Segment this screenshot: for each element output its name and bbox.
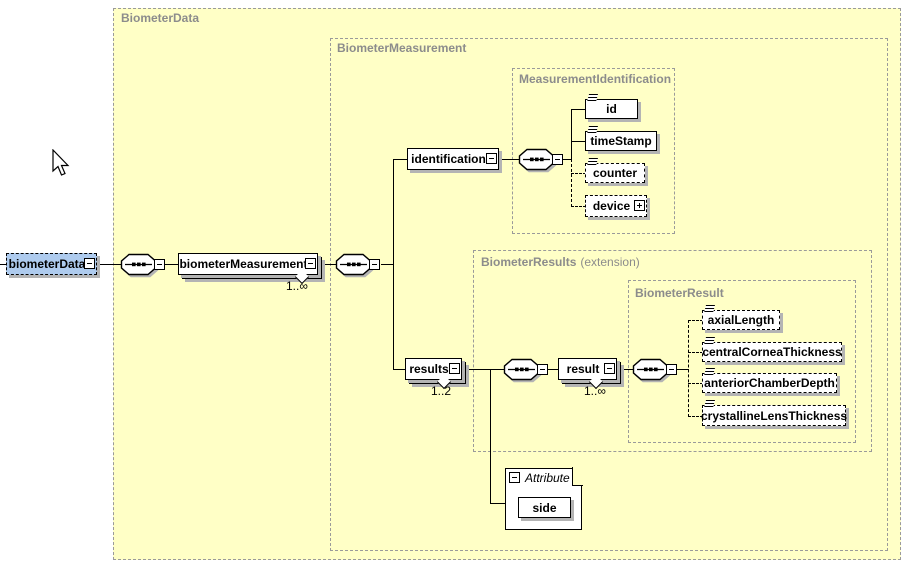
connector-line <box>688 416 703 417</box>
frame-label-text: BiometerMeasurement <box>337 41 467 55</box>
element-label: centralCorneaThickness <box>702 345 842 359</box>
element-crystalline-lens-thickness[interactable]: crystallineLensThickness <box>700 400 848 426</box>
collapse-icon[interactable] <box>305 258 316 269</box>
element-axial-length[interactable]: axialLength <box>702 305 780 330</box>
element-label: device <box>592 199 631 213</box>
connector-line <box>393 159 394 370</box>
collapse-icon[interactable] <box>84 258 95 269</box>
frame-label-text: BiometerResult <box>635 286 724 300</box>
frame-label-biometer-result: BiometerResult <box>635 286 724 300</box>
connector-line <box>688 352 703 353</box>
text-content-icon <box>587 94 598 102</box>
element-anterior-chamber-depth[interactable]: anteriorChamberDepth <box>702 368 837 393</box>
connector-line <box>381 264 394 265</box>
connector-line <box>688 320 689 417</box>
connector-line <box>571 173 586 174</box>
connector-line <box>677 369 689 370</box>
expand-icon[interactable] <box>634 200 645 211</box>
connector-line <box>548 369 559 370</box>
occurrence-label: 1..∞ <box>584 384 606 398</box>
connector-line <box>490 503 506 504</box>
connector-line <box>562 159 572 160</box>
element-label: result <box>566 362 600 376</box>
collapse-icon[interactable] <box>486 153 497 164</box>
element-identification[interactable]: identification <box>407 148 499 170</box>
collapse-icon[interactable] <box>449 363 460 374</box>
frame-label-biometer-results: BiometerResults(extension) <box>481 255 640 269</box>
element-label: side <box>532 500 557 515</box>
frame-label-suffix: (extension) <box>580 255 640 269</box>
sequence-icon[interactable] <box>335 253 372 276</box>
frame-label-text: MeasurementIdentification <box>519 72 672 86</box>
collapse-icon[interactable] <box>154 259 165 270</box>
connector-line <box>0 264 6 265</box>
element-label: biometerMeasurement <box>179 257 308 271</box>
connector-line <box>163 264 179 265</box>
collapse-icon[interactable] <box>666 364 677 375</box>
occurrence-label: 1..2 <box>431 384 452 398</box>
connector-line <box>393 369 406 370</box>
attribute-container-notch <box>572 467 583 486</box>
connector-line <box>393 159 408 160</box>
frame-label-biometer-data: BiometerData <box>121 11 199 25</box>
connector-line <box>96 264 122 265</box>
element-label: results <box>409 362 449 376</box>
attribute-header: Attribute <box>525 471 570 485</box>
connector-line <box>318 264 336 265</box>
element-label: biometerData <box>8 257 86 271</box>
element-label: identification <box>411 152 486 166</box>
element-counter[interactable]: counter <box>585 158 645 183</box>
frame-label-measurement-identification: MeasurementIdentification <box>519 72 671 86</box>
text-content-icon <box>704 305 715 313</box>
connector-line <box>571 141 586 142</box>
collapse-icon[interactable] <box>509 472 520 483</box>
connector-line <box>571 159 572 207</box>
element-label: id <box>606 102 617 116</box>
element-label: counter <box>592 166 637 180</box>
sequence-icon[interactable] <box>632 358 669 381</box>
frame-label-text: BiometerData <box>121 11 200 25</box>
element-results[interactable]: results <box>405 358 462 380</box>
frame-label-text: BiometerResults <box>481 255 577 269</box>
element-biometer-measurement[interactable]: biometerMeasurement <box>178 253 318 275</box>
collapse-icon[interactable] <box>369 259 380 270</box>
text-content-icon <box>704 400 715 408</box>
connector-line <box>617 369 633 370</box>
element-label: axialLength <box>707 313 775 327</box>
element-time-stamp[interactable]: timeStamp <box>585 126 657 151</box>
sequence-icon[interactable] <box>518 148 555 171</box>
sequence-icon[interactable] <box>503 358 540 381</box>
element-label: timeStamp <box>590 134 652 148</box>
collapse-icon[interactable] <box>552 154 563 165</box>
element-label: crystallineLensThickness <box>700 408 848 423</box>
connector-line <box>499 159 519 160</box>
collapse-icon[interactable] <box>604 363 615 374</box>
connector-line <box>571 109 586 110</box>
connector-line <box>571 109 572 160</box>
text-content-icon <box>704 337 715 345</box>
connector-line <box>688 320 703 321</box>
connector-line <box>571 206 586 207</box>
element-label: anteriorChamberDepth <box>704 376 835 390</box>
element-device[interactable]: device <box>585 195 647 217</box>
element-biometer-data[interactable]: biometerData <box>6 253 97 275</box>
text-content-icon <box>587 126 598 134</box>
text-content-icon <box>587 158 598 166</box>
element-central-cornea-thickness[interactable]: centralCorneaThickness <box>702 337 842 362</box>
text-content-icon <box>704 368 715 376</box>
connector-line <box>490 369 491 504</box>
sequence-icon[interactable] <box>120 253 157 276</box>
element-id[interactable]: id <box>585 94 638 119</box>
connector-line <box>462 369 504 370</box>
attribute-side[interactable]: side <box>518 497 571 518</box>
collapse-icon[interactable] <box>537 364 548 375</box>
element-result[interactable]: result <box>558 358 617 380</box>
frame-label-biometer-measurement: BiometerMeasurement <box>337 41 466 55</box>
connector-line <box>688 383 703 384</box>
occurrence-label: 1..∞ <box>286 279 308 293</box>
mouse-cursor-icon <box>51 148 73 184</box>
